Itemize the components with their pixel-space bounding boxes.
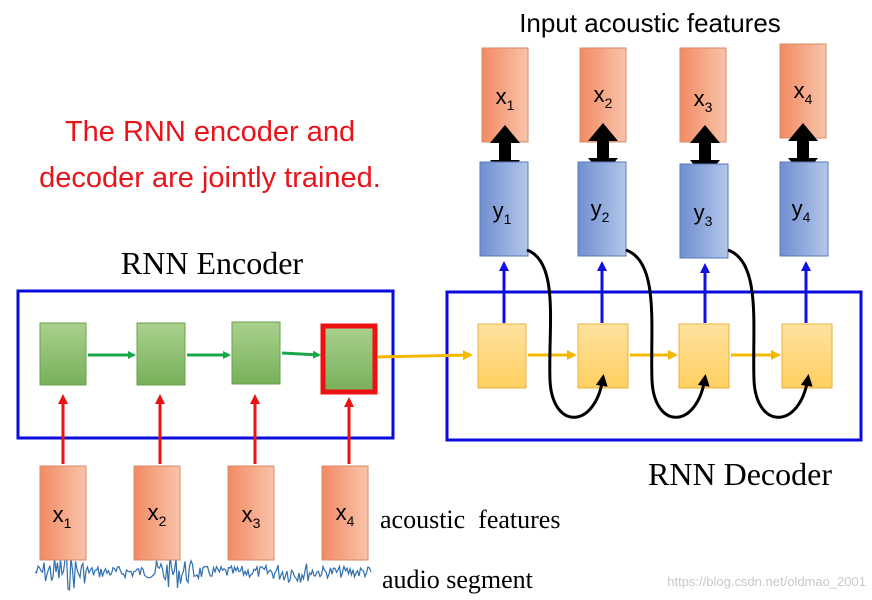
svg-text:x4: x4 xyxy=(794,78,813,107)
svg-text:x4: x4 xyxy=(336,500,355,529)
feedback-arrow-2 xyxy=(625,248,710,419)
training-note-line2: decoder are jointly trained. xyxy=(39,162,381,194)
encoder-frame xyxy=(16,289,395,440)
svg-text:x3: x3 xyxy=(242,502,261,531)
encoder-label: RNN Encoder xyxy=(121,245,304,281)
svg-text:y2: y2 xyxy=(591,196,610,225)
watermark: https://blog.csdn.net/oldmao_2001 xyxy=(667,574,866,589)
encoder-cell-3 xyxy=(231,321,281,385)
encoder-arrow-3 xyxy=(281,350,321,359)
audio-segment-label: audio segment xyxy=(382,565,534,594)
svg-text:x1: x1 xyxy=(53,502,72,531)
input-feature-3: x3 xyxy=(227,465,275,561)
encoder-cell-1 xyxy=(39,322,87,386)
feedback-arrow-1 xyxy=(526,248,608,419)
svg-text:y1: y1 xyxy=(493,198,512,227)
target-feature-3: x3 xyxy=(679,47,727,143)
encoder-cell-2 xyxy=(136,322,186,386)
input-features-title: Input acoustic features xyxy=(519,8,781,38)
input-feature-2: x2 xyxy=(133,465,181,561)
svg-text:x3: x3 xyxy=(694,86,713,115)
svg-text:y4: y4 xyxy=(792,196,811,225)
encoder-cell-4-final xyxy=(320,323,378,395)
feedback-arrow-3 xyxy=(727,248,813,419)
audio-waveform xyxy=(34,554,372,591)
acoustic-features-label: acoustic features xyxy=(380,505,560,534)
svg-text:y3: y3 xyxy=(694,200,713,229)
input-feature-1: x1 xyxy=(39,465,87,561)
output-y-1: y1 xyxy=(479,161,529,257)
output-y-3: y3 xyxy=(679,163,729,259)
input-feature-4: x4 xyxy=(321,465,369,561)
training-note-line1: The RNN encoder and xyxy=(65,116,355,148)
svg-text:x1: x1 xyxy=(496,84,515,113)
decoder-cell-1 xyxy=(477,323,527,389)
output-y-2: y2 xyxy=(577,161,627,257)
decoder-label: RNN Decoder xyxy=(648,456,832,492)
output-y-4: y4 xyxy=(779,161,829,257)
decoder-frame xyxy=(445,290,863,442)
target-feature-4: x4 xyxy=(779,43,827,139)
svg-text:x2: x2 xyxy=(148,500,167,529)
svg-text:x2: x2 xyxy=(594,82,613,111)
context-arrow xyxy=(377,350,473,361)
